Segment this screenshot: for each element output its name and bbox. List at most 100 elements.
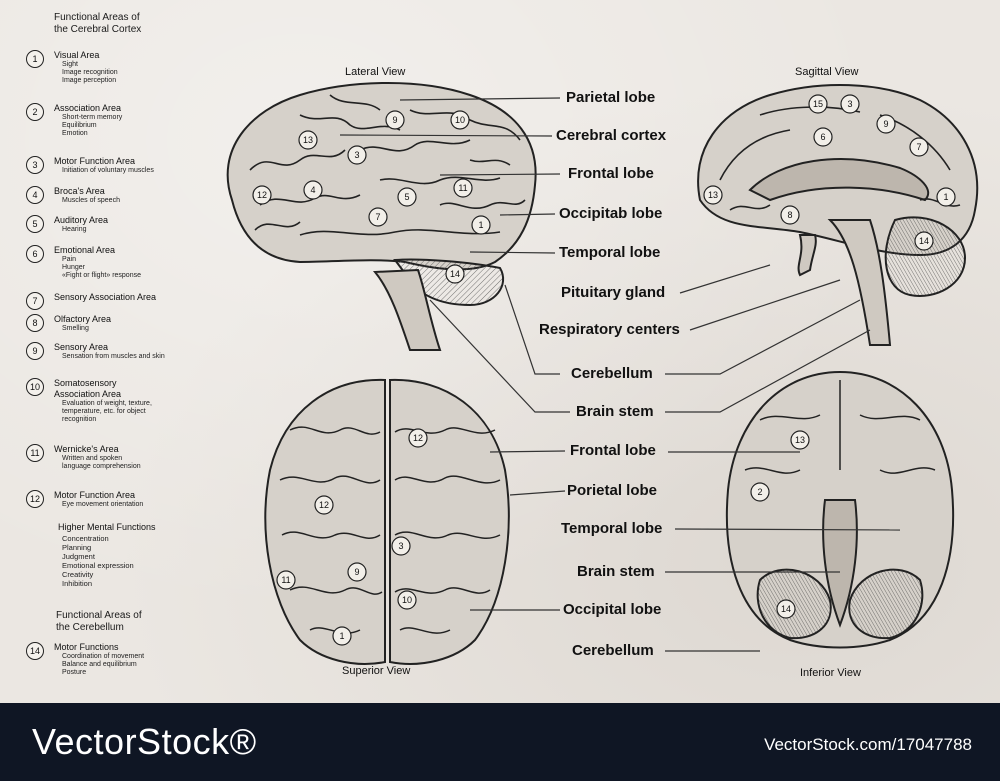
- sagittal-marker-6: 6: [813, 127, 833, 147]
- watermark-bar: VectorStock® VectorStock.com/17047788: [0, 703, 1000, 781]
- svg-text:9: 9: [883, 119, 888, 129]
- superior-view-title: Superior View: [342, 665, 411, 677]
- svg-text:5: 5: [404, 192, 409, 202]
- legend-item-sub: Initiation of voluntary muscles: [62, 167, 154, 174]
- legend-item-title: Motor Functions: [54, 642, 119, 652]
- svg-text:14: 14: [781, 604, 791, 614]
- label-parietal-lobe-2: Porietal lobe: [567, 482, 658, 499]
- legend-number-badge: 8: [26, 314, 44, 332]
- inferior-view-title: Inferior View: [800, 667, 861, 679]
- legend-item-sub: language comprehension: [62, 463, 141, 470]
- legend-item-sub: Written and spoken: [62, 455, 123, 462]
- label-brain-stem: Brain stem: [576, 403, 654, 420]
- legend-item-sub: Hearing: [62, 226, 87, 233]
- svg-text:8: 8: [787, 210, 792, 220]
- lateral-marker-1: 1: [471, 215, 491, 235]
- svg-text:1: 1: [339, 631, 344, 641]
- legend-item-title: Olfactory Area: [54, 314, 112, 324]
- lateral-marker-7: 7: [368, 207, 388, 227]
- legend-number-badge: 12: [26, 490, 44, 508]
- legend-item-sub: Evaluation of weight, texture,: [62, 400, 152, 407]
- superior-brain: [264, 378, 510, 665]
- legend-item-sub: Pain: [62, 256, 77, 263]
- svg-text:9: 9: [392, 115, 397, 125]
- svg-text:3: 3: [847, 99, 852, 109]
- svg-text:15: 15: [813, 99, 823, 109]
- lateral-marker-9: 9: [385, 110, 405, 130]
- sagittal-marker-7: 7: [909, 137, 929, 157]
- inferior-marker-13: 13: [790, 430, 810, 450]
- legend-item-title: Sensory Association Area: [54, 292, 157, 302]
- legend-number-badge: 14: [26, 642, 44, 660]
- legend-item-title: Broca's Area: [54, 186, 105, 196]
- svg-text:12: 12: [257, 190, 267, 200]
- svg-text:13: 13: [795, 435, 805, 445]
- lateral-marker-14: 14: [445, 264, 465, 284]
- legend-number-badge: 7: [26, 292, 44, 310]
- legend-number-badge: 4: [26, 186, 44, 204]
- higher-mental-sub: Emotional expression: [62, 561, 134, 570]
- legend-number-badge: 9: [26, 342, 44, 360]
- sagittal-marker-3: 3: [840, 94, 860, 114]
- legend-number-badge: 5: [26, 215, 44, 233]
- sagittal-marker-14: 14: [914, 231, 934, 251]
- legend-number-badge: 2: [26, 103, 44, 121]
- label-frontal-lobe-2: Frontal lobe: [570, 442, 656, 459]
- svg-text:3: 3: [398, 541, 403, 551]
- legend-item-sub: Balance and equilibrium: [62, 661, 137, 668]
- svg-text:13: 13: [303, 135, 313, 145]
- superior-marker-9: 9: [347, 562, 367, 582]
- superior-marker-12: 12: [408, 428, 428, 448]
- higher-mental-sub: Planning: [62, 543, 92, 552]
- legend-item-sub: Posture: [62, 669, 87, 676]
- higher-mental-title: Higher Mental Functions: [58, 522, 156, 532]
- svg-text:6: 6: [820, 132, 825, 142]
- lateral-marker-13: 13: [298, 130, 318, 150]
- legend-item-title: Wernicke's Area: [54, 444, 119, 454]
- svg-text:12: 12: [319, 500, 329, 510]
- cerebellum-title-line-2: the Cerebellum: [56, 622, 124, 633]
- svg-text:7: 7: [375, 212, 380, 222]
- sagittal-marker-8: 8: [780, 205, 800, 225]
- legend-item-sub: Sight: [62, 61, 78, 68]
- svg-text:12: 12: [413, 433, 423, 443]
- svg-text:7: 7: [916, 142, 921, 152]
- legend-item-sub: Image perception: [62, 77, 117, 84]
- svg-text:11: 11: [458, 183, 467, 193]
- svg-text:2: 2: [757, 487, 762, 497]
- label-cerebellum: Cerebellum: [571, 365, 653, 382]
- svg-text:14: 14: [450, 269, 460, 279]
- image-credit: VectorStock.com/17047788: [764, 735, 972, 754]
- higher-mental-sub: Inhibition: [62, 579, 93, 588]
- svg-text:1: 1: [943, 192, 948, 202]
- lateral-brain: [226, 82, 537, 351]
- lateral-marker-12: 12: [252, 185, 272, 205]
- sagittal-brain: [697, 83, 979, 346]
- legend-item-sub: Short-term memory: [62, 114, 123, 121]
- higher-mental-sub: Judgment: [62, 552, 95, 561]
- svg-text:3: 3: [354, 150, 359, 160]
- label-pituitary-gland: Pituitary gland: [561, 284, 666, 301]
- legend-item-sub: temperature, etc. for object: [62, 408, 146, 415]
- lateral-marker-5: 5: [397, 187, 417, 207]
- label-cerebellum-2: Cerebellum: [572, 642, 654, 659]
- legend-item-sub: Equilibrium: [62, 122, 97, 129]
- svg-text:13: 13: [708, 190, 718, 200]
- legend-item-sub: Muscles of speech: [62, 197, 120, 204]
- label-respiratory-centers: Respiratory centers: [539, 321, 680, 338]
- label-cerebral-cortex: Cerebral cortex: [556, 127, 667, 144]
- svg-text:14: 14: [919, 236, 929, 246]
- legend-item-sub: «Fight or flight» response: [62, 272, 141, 279]
- brain-illustrations: 9101334511127114153967138114121239111011…: [226, 82, 979, 665]
- inferior-marker-14: 14: [776, 599, 796, 619]
- legend-item-sub: Emotion: [62, 130, 88, 137]
- label-temporal-lobe-2: Temporal lobe: [561, 520, 663, 537]
- legend-item-title: Emotional Area: [54, 245, 116, 255]
- lateral-marker-4: 4: [303, 180, 323, 200]
- sagittal-marker-13: 13: [703, 185, 723, 205]
- legend-number-badge: 11: [26, 444, 44, 462]
- legend-number-badge: 3: [26, 156, 44, 174]
- higher-mental-sub: Creativity: [62, 570, 94, 579]
- legend-title-line-1: Functional Areas of: [54, 12, 140, 23]
- lateral-marker-10: 10: [450, 110, 470, 130]
